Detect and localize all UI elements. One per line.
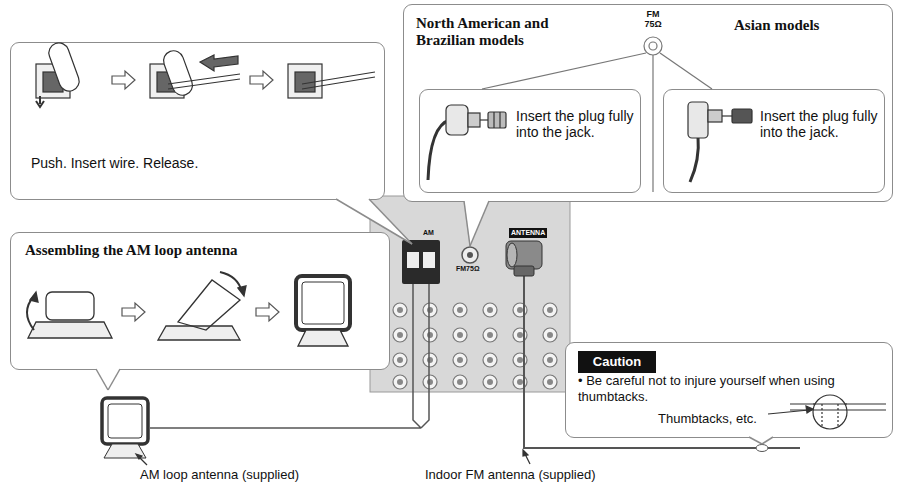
fm-jack-symbol (482, 37, 712, 192)
callout-pointers (96, 199, 773, 445)
part-label: Indoor FM antenna (supplied) (425, 467, 596, 483)
box-text: Insert the plug fully into the jack. (516, 108, 636, 140)
box-text: Insert the plug fully into the jack. (760, 108, 880, 140)
part-label: FM 75Ω (639, 9, 667, 29)
callout-box: North American and Brazilian models Asian… (403, 4, 893, 202)
rear-panel (370, 196, 570, 392)
part-label: FM75Ω (456, 265, 480, 273)
callout-box: • Be careful not to injure yourself when… (565, 342, 893, 438)
speaker-terminal-steps (36, 40, 375, 107)
box-text: • Be careful not to injure yourself when… (578, 373, 888, 405)
am-loop-assembly-steps (27, 272, 350, 346)
part-label: AM loop antenna (supplied) (140, 467, 299, 483)
box-text: North American and Brazilian models (416, 15, 591, 49)
fm-plug (506, 241, 542, 276)
callout-box: Assembling the AM loop antenna (10, 232, 390, 370)
part-label: ANTENNA (509, 228, 547, 238)
caution-tag: Caution (578, 351, 656, 373)
box-subtext: Asian models (734, 17, 884, 34)
box-subtext: Thumbtacks, etc. (658, 411, 778, 427)
fm-plug-asia (688, 102, 752, 182)
box-text: Push. Insert wire. Release. (31, 155, 271, 171)
am-loop-antenna (102, 398, 148, 458)
box-text: Caution (578, 351, 656, 373)
fm-jack (462, 247, 478, 263)
part-label: AM (423, 229, 434, 237)
leader-arrows (136, 450, 530, 465)
box-text: Assembling the AM loop antenna (25, 242, 375, 259)
fm-plug-na (428, 105, 506, 180)
thumbtack-detail (768, 395, 886, 429)
am-terminal (402, 240, 440, 284)
